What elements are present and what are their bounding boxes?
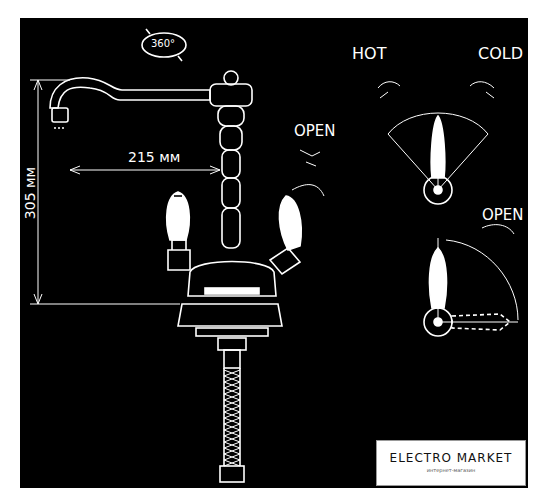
watermark-box: ELECTRO MARKET интернет-магазин xyxy=(376,440,526,486)
watermark-subtext: интернет-магазин xyxy=(377,467,525,473)
callout-label: HOT xyxy=(352,46,386,62)
callout-label: OPEN xyxy=(294,124,336,139)
callout-label: COLD xyxy=(478,46,523,62)
watermark-text: ELECTRO MARKET xyxy=(377,451,525,465)
dimension-label: 215 мм xyxy=(128,150,180,164)
dimension-label: 305 мм xyxy=(23,167,37,219)
callout-label: OPEN xyxy=(482,208,524,223)
rotation-label: 360° xyxy=(151,39,175,49)
